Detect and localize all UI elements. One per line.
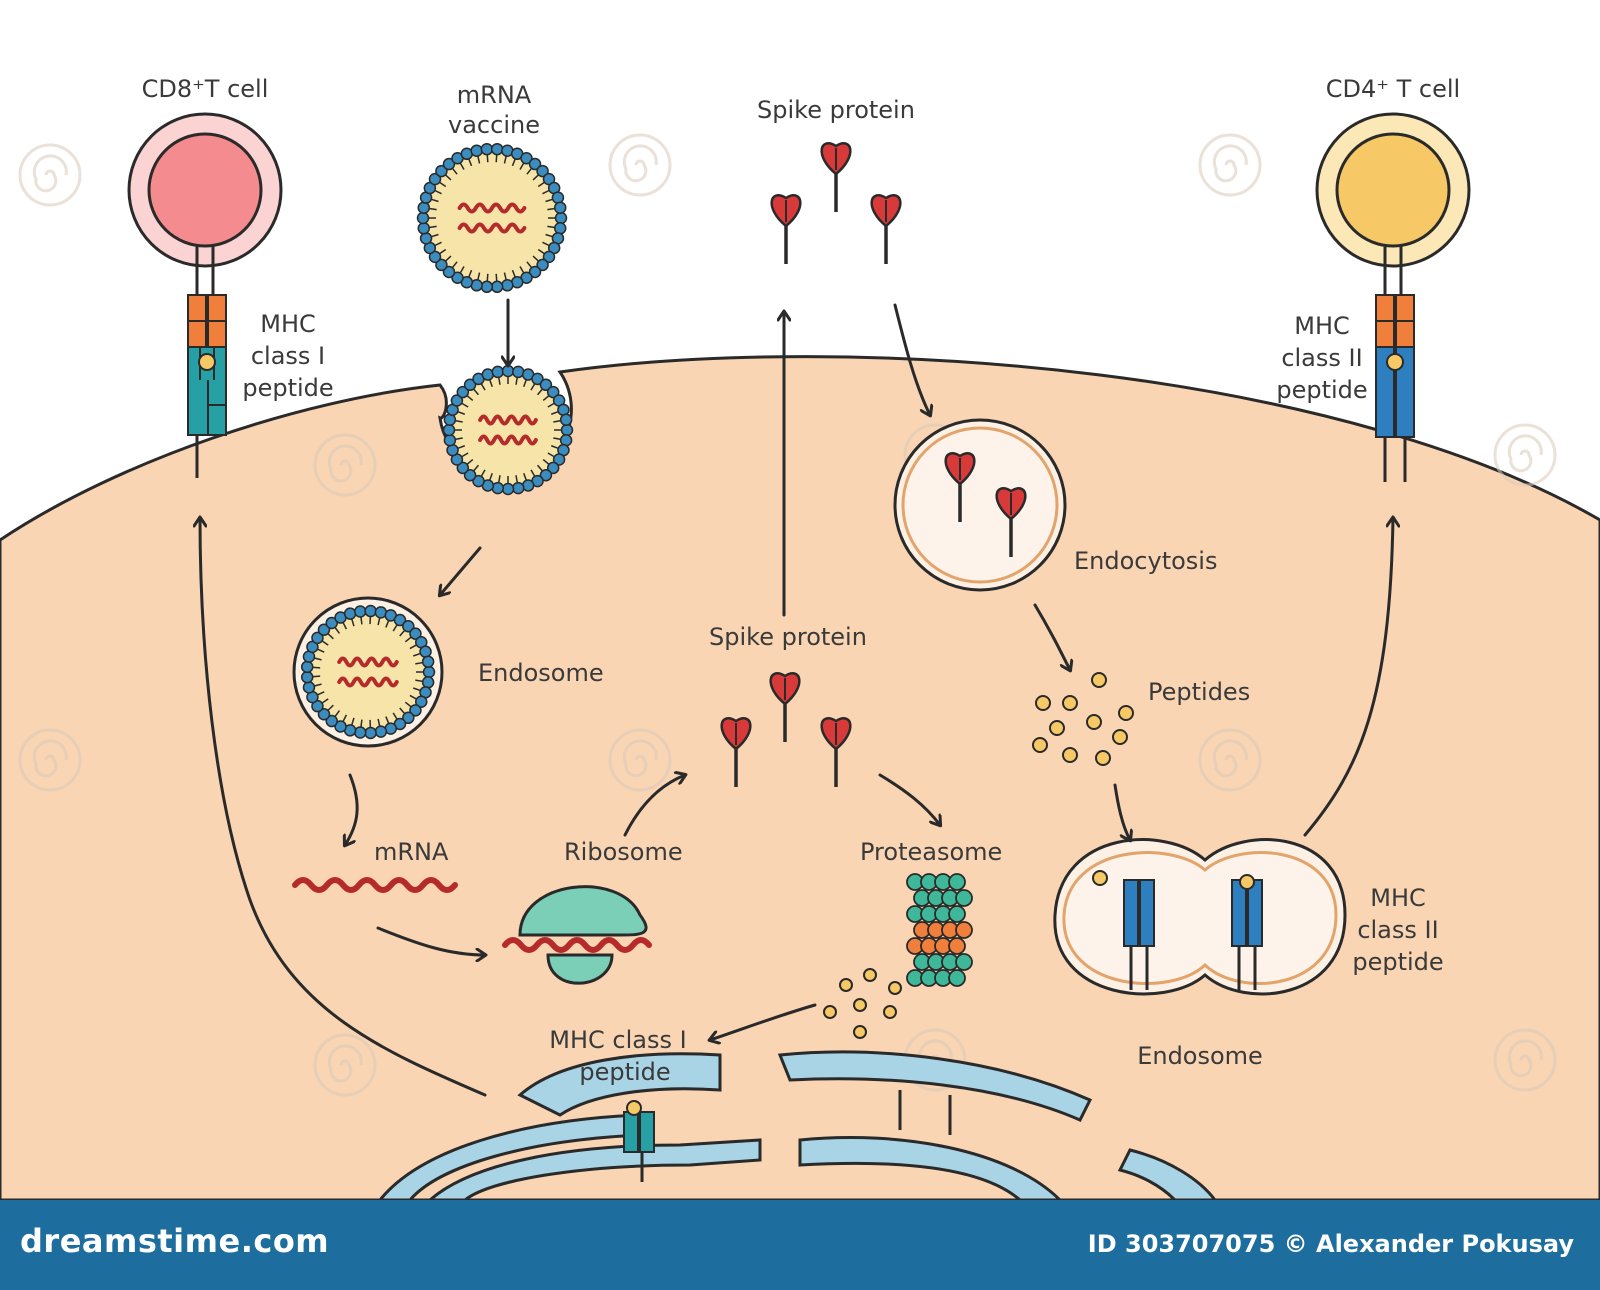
label-mrna-vaccine-2: vaccine: [448, 111, 540, 139]
label-mhc2-right-3: peptide: [1276, 376, 1367, 404]
endosome-right: [1053, 838, 1347, 996]
proteasome: [906, 873, 973, 987]
label-endocytosis: Endocytosis: [1074, 547, 1217, 575]
diagram-labels: CD8⁺T cell CD4⁺ T cell mRNA vaccine Spik…: [142, 75, 1461, 1086]
label-mrna-vaccine-1: mRNA: [457, 81, 532, 109]
label-mhc1-bottom-2: peptide: [579, 1058, 670, 1086]
label-mhc2-endo-1: MHC: [1370, 884, 1426, 912]
pathway-arrows: [200, 298, 1393, 1097]
label-ribosome: Ribosome: [564, 838, 683, 866]
label-endosome-left: Endosome: [478, 659, 604, 687]
ribosome: [502, 885, 652, 985]
footer-bar: dreamstime.com ID 303707075 © Alexander …: [0, 1200, 1600, 1290]
cd4-t-cell: [1315, 112, 1471, 295]
label-peptides: Peptides: [1148, 678, 1250, 706]
mrna-vaccine-diagram: CD8⁺T cell CD4⁺ T cell mRNA vaccine Spik…: [0, 75, 1600, 1200]
label-endosome-right: Endosome: [1137, 1042, 1263, 1070]
mrna-vaccine-particle: [416, 142, 568, 294]
label-mhc2-right-1: MHC: [1294, 312, 1350, 340]
lipid-nanoparticle-entering: [442, 364, 574, 496]
peptides-from-proteasome: [823, 968, 902, 1039]
endosome-left: [292, 596, 444, 748]
mrna-strand: [292, 877, 458, 893]
label-mhc2-endo-2: class II: [1357, 916, 1438, 944]
label-spike-protein-mid: Spike protein: [709, 623, 867, 651]
label-mhc1-left-2: class I: [251, 342, 325, 370]
endocytosis-vesicle: [893, 418, 1067, 592]
spike-proteins-extracellular: [769, 141, 903, 266]
label-proteasome: Proteasome: [860, 838, 1002, 866]
label-mhc1-left-3: peptide: [242, 374, 333, 402]
label-cd4-t-cell: CD4⁺ T cell: [1326, 75, 1460, 103]
label-mhc1-left-1: MHC: [260, 310, 316, 338]
label-cd8-t-cell: CD8⁺T cell: [142, 75, 269, 103]
cd8-t-cell: [127, 112, 283, 295]
label-mhc1-bottom-1: MHC class I: [549, 1026, 686, 1054]
mhc-class-i-receptor: [187, 294, 227, 478]
endoplasmic-reticulum: [378, 1050, 1217, 1200]
peptides-cluster: [1032, 672, 1134, 766]
label-mhc2-endo-3: peptide: [1352, 948, 1443, 976]
label-mrna: mRNA: [374, 838, 449, 866]
footer-brand: dreamstime.com: [20, 1222, 330, 1260]
footer-credit: ID 303707075 © Alexander Pokusay: [1087, 1230, 1574, 1258]
label-spike-protein-top: Spike protein: [757, 96, 915, 124]
label-mhc2-right-2: class II: [1281, 344, 1362, 372]
mhc-class-ii-receptor: [1375, 294, 1415, 482]
